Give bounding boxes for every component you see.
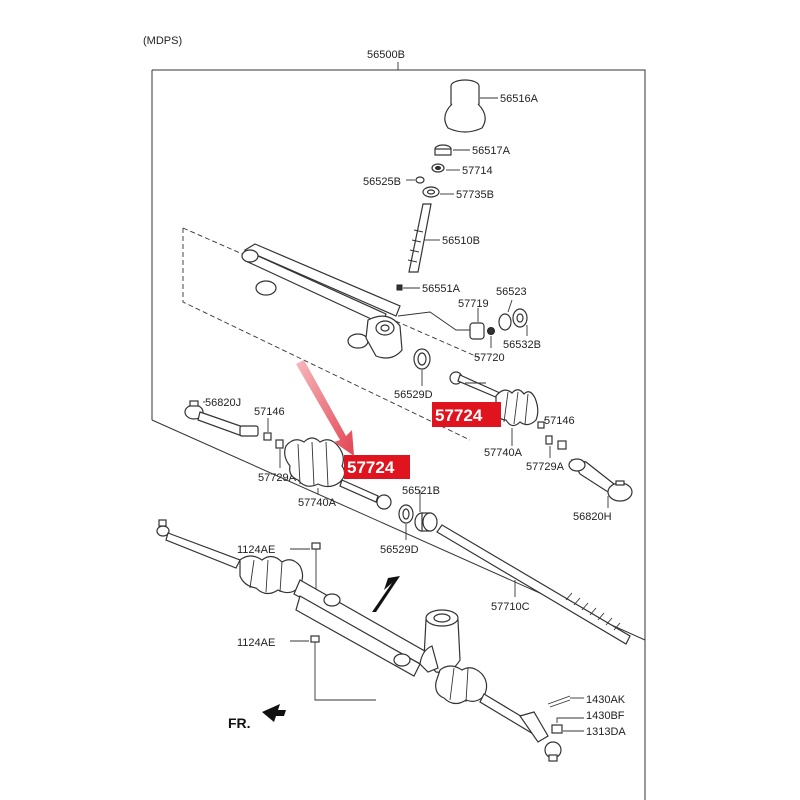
label-1430BF: 1430BF	[586, 710, 625, 722]
bolt-56551A	[396, 284, 403, 291]
ring-56525B	[415, 176, 425, 184]
pinion-shaft	[407, 203, 432, 273]
spring-57720	[487, 327, 495, 335]
label-56523: 56523	[496, 286, 527, 298]
dust-boot-right	[495, 389, 539, 427]
label-56551A: 56551A	[422, 283, 461, 295]
label-56820H: 56820H	[573, 511, 612, 523]
assembly-pointer	[372, 576, 400, 612]
label-57710C: 57710C	[491, 601, 530, 613]
seal-57714	[431, 163, 445, 173]
highlight-57724-lower	[344, 455, 410, 479]
label-57740A-right: 57740A	[484, 447, 523, 459]
clip-57729A-left	[275, 439, 284, 449]
label-56521B: 56521B	[402, 485, 440, 497]
highlight-57724-lower-text: 57724	[347, 458, 395, 477]
pointer-arrow	[296, 360, 354, 456]
label-1124AE-upper: 1124AE	[237, 544, 275, 556]
label-1430AK: 1430AK	[586, 694, 626, 706]
label-57714: 57714	[462, 165, 493, 177]
inner-tie-rod-upper	[449, 371, 501, 399]
label-57146-right: 57146	[544, 415, 575, 427]
front-arrow-icon	[262, 704, 286, 722]
tie-rod-end-left	[184, 400, 259, 437]
nut-57146-left	[263, 432, 272, 441]
label-1313DA: 1313DA	[586, 726, 626, 738]
assembly-code-label: 56500B	[367, 49, 405, 61]
rack-bar	[436, 524, 631, 645]
pinion-nut	[434, 144, 452, 156]
label-57719: 57719	[458, 298, 489, 310]
nut-1313DA	[551, 717, 584, 734]
assembly-frame-top	[152, 69, 646, 800]
steering-gear-assembly	[156, 519, 562, 762]
highlight-57724-upper-text: 57724	[435, 406, 483, 425]
bolt-1124AE-lower	[310, 635, 320, 656]
highlight-57724-upper	[432, 402, 501, 427]
label-57735B: 57735B	[456, 189, 494, 201]
front-direction-label: FR.	[228, 715, 251, 731]
label-56510B: 56510B	[442, 235, 480, 247]
label-56529D-lower: 56529D	[380, 544, 419, 556]
label-57740A-left: 57740A	[298, 497, 337, 509]
inner-tie-rod-lower	[339, 479, 392, 510]
tie-rod-end-right	[568, 458, 633, 502]
cotter-pin-1430AK	[547, 695, 571, 705]
nut-right-small	[557, 440, 567, 450]
clip-57729A-right	[545, 435, 553, 445]
bolt-1124AE-upper	[311, 542, 321, 570]
label-57729A-left: 57729A	[258, 472, 297, 484]
variant-label: (MDPS)	[143, 35, 182, 47]
rack-housing	[241, 243, 403, 359]
ring-56523	[498, 313, 512, 331]
pinion-cap	[444, 79, 486, 133]
label-56532B: 56532B	[503, 339, 541, 351]
label-1124AE-lower: 1124AE	[237, 637, 275, 649]
yoke-57719	[469, 322, 485, 340]
bush-56521B	[414, 512, 438, 532]
label-57146-left: 57146	[254, 406, 285, 418]
label-56529D-upper: 56529D	[394, 389, 433, 401]
housing-outline-left	[182, 228, 471, 441]
label-56517A: 56517A	[472, 145, 511, 157]
bearing-57735B	[422, 186, 440, 198]
label-56525B: 56525B	[363, 176, 401, 188]
label-57729A-right: 57729A	[526, 461, 565, 473]
label-56516A: 56516A	[500, 93, 539, 105]
label-57720: 57720	[474, 352, 505, 364]
nut-57146-right	[537, 421, 545, 429]
label-56820J: 56820J	[205, 397, 241, 409]
